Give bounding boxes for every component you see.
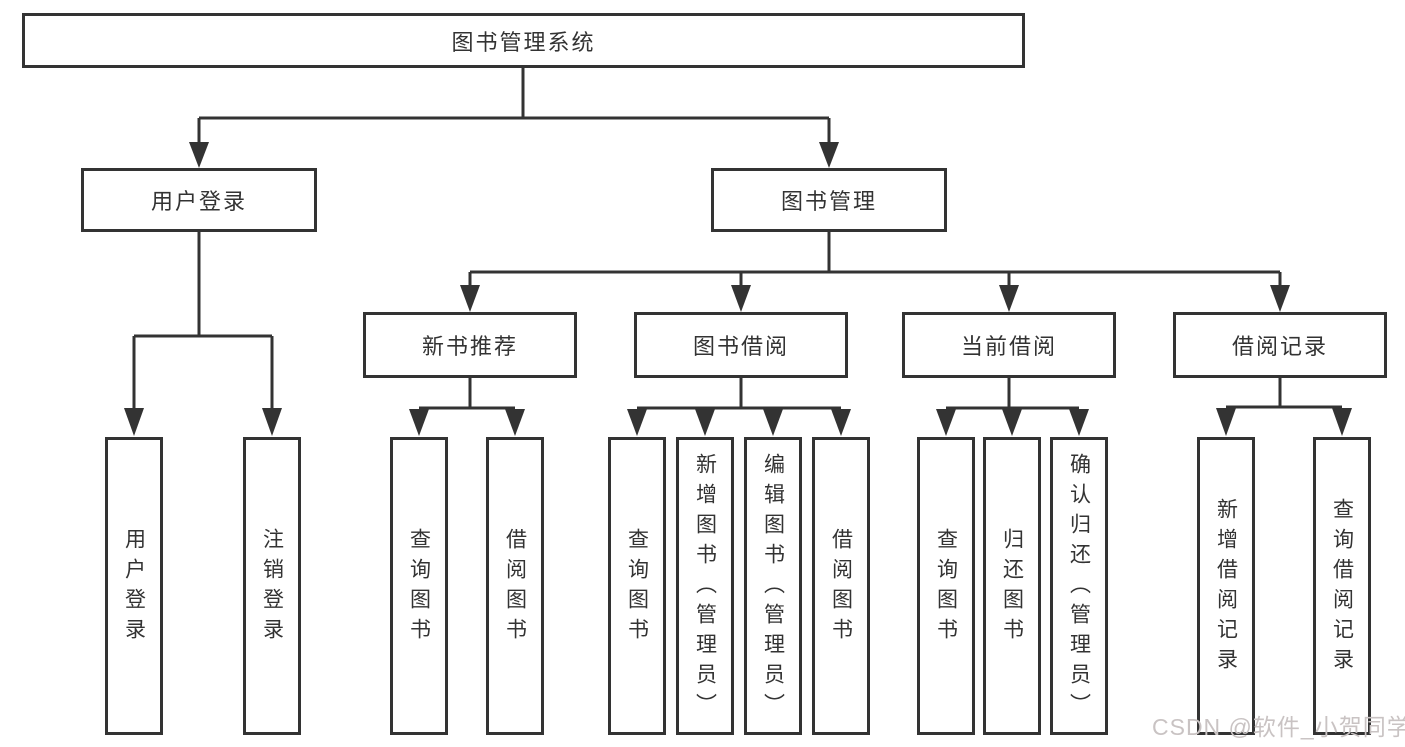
connector-book-borrow-children xyxy=(637,378,841,410)
connector-user-login-children xyxy=(132,232,274,410)
leaf-label: 确认归还（管理员） xyxy=(1067,453,1091,723)
arrowhead-icon xyxy=(262,408,282,436)
leaf-edit-books-admin: 编辑图书（管理员） xyxy=(744,437,802,735)
node-label: 借阅记录 xyxy=(1231,334,1328,359)
node-label: 图书管理 xyxy=(780,189,877,214)
arrowhead-icon xyxy=(819,142,839,168)
leaf-label: 查询图书 xyxy=(407,528,431,648)
arrowhead-icon xyxy=(936,409,956,436)
node-user-login: 用户登录 xyxy=(81,168,317,232)
leaf-label: 编辑图书（管理员） xyxy=(761,453,785,723)
arrowhead-icon xyxy=(695,409,715,436)
arrowhead-icon xyxy=(409,409,429,436)
csdn-watermark: CSDN @软件_小贺同学 xyxy=(1152,714,1405,740)
node-label: 用户登录 xyxy=(150,189,247,214)
leaf-query-books-current: 查询图书 xyxy=(917,437,975,735)
leaf-query-books-borrow: 查询图书 xyxy=(608,437,666,735)
arrowhead-icon xyxy=(1216,408,1236,436)
connector-current-borrow-children xyxy=(946,378,1079,410)
connector-lines xyxy=(132,68,1342,410)
arrowhead-icon xyxy=(831,409,851,436)
arrowhead-icon xyxy=(1069,409,1089,436)
arrowhead-icon xyxy=(505,409,525,436)
node-new-book-recommend: 新书推荐 xyxy=(363,312,577,378)
arrowhead-icon xyxy=(189,142,209,168)
connector-book-management-children xyxy=(468,232,1282,287)
leaf-add-borrow-record: 新增借阅记录 xyxy=(1197,437,1255,735)
arrowhead-icon xyxy=(627,409,647,436)
arrowhead-icon xyxy=(124,408,144,436)
leaf-label: 新增借阅记录 xyxy=(1214,498,1238,678)
arrowheads xyxy=(124,142,1352,436)
node-root-system: 图书管理系统 xyxy=(22,13,1025,68)
connector-borrow-record-children xyxy=(1226,378,1342,409)
arrowhead-icon xyxy=(1332,408,1352,436)
leaf-label: 查询借阅记录 xyxy=(1330,498,1354,678)
arrowhead-icon xyxy=(1002,409,1022,436)
node-label: 图书借阅 xyxy=(692,334,789,359)
leaf-add-books-admin: 新增图书（管理员） xyxy=(676,437,734,735)
leaf-query-borrow-record: 查询借阅记录 xyxy=(1313,437,1371,735)
node-book-management: 图书管理 xyxy=(711,168,947,232)
leaf-borrow-books: 借阅图书 xyxy=(812,437,870,735)
node-current-borrow: 当前借阅 xyxy=(902,312,1116,378)
node-label: 新书推荐 xyxy=(421,334,518,359)
leaf-label: 借阅图书 xyxy=(503,528,527,648)
arrowhead-icon xyxy=(763,409,783,436)
leaf-label: 查询图书 xyxy=(934,528,958,648)
leaf-confirm-return-admin: 确认归还（管理员） xyxy=(1050,437,1108,735)
leaf-label: 新增图书（管理员） xyxy=(693,453,717,723)
connector-new-book-children xyxy=(419,378,515,410)
node-label: 图书管理系统 xyxy=(451,29,596,55)
leaf-label: 注销登录 xyxy=(260,528,284,648)
leaf-return-books: 归还图书 xyxy=(983,437,1041,735)
leaf-label: 查询图书 xyxy=(625,528,649,648)
node-label: 当前借阅 xyxy=(960,334,1057,359)
arrowhead-icon xyxy=(1270,285,1290,312)
node-borrow-records: 借阅记录 xyxy=(1173,312,1387,378)
node-book-borrow: 图书借阅 xyxy=(634,312,848,378)
leaf-label: 归还图书 xyxy=(1000,528,1024,648)
arrowhead-icon xyxy=(731,285,751,312)
leaf-user-login: 用户登录 xyxy=(105,437,163,735)
arrowhead-icon xyxy=(999,285,1019,312)
leaf-label: 用户登录 xyxy=(122,528,146,648)
leaf-query-books-recommend: 查询图书 xyxy=(390,437,448,735)
leaf-label: 借阅图书 xyxy=(829,528,853,648)
leaf-borrow-books-recommend: 借阅图书 xyxy=(486,437,544,735)
connector-root-to-level2 xyxy=(197,68,831,144)
arrowhead-icon xyxy=(460,285,480,312)
leaf-logout: 注销登录 xyxy=(243,437,301,735)
